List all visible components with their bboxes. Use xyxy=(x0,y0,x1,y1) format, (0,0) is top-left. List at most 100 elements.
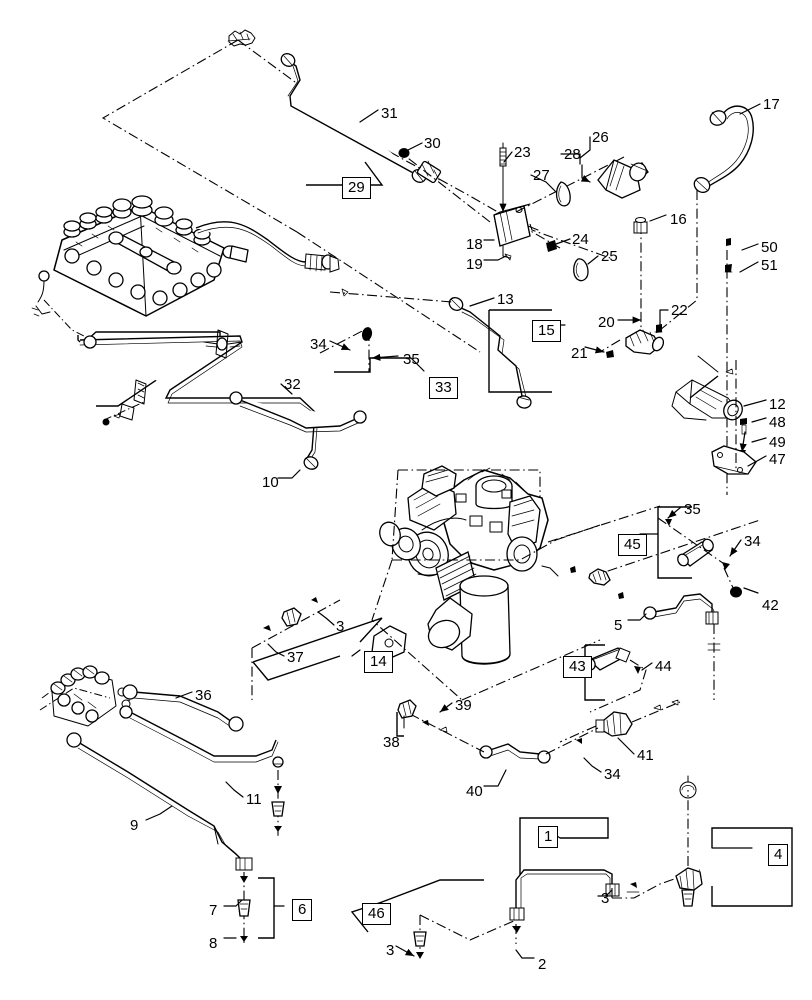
tube-9 xyxy=(66,732,253,871)
screw-23 xyxy=(499,142,507,213)
fitting-38-39 xyxy=(397,699,417,729)
callout-number-17: 17 xyxy=(763,96,780,113)
tube-32 xyxy=(229,391,367,433)
union-20-21-22 xyxy=(606,316,665,358)
callout-number-50: 50 xyxy=(761,239,778,256)
tube-40 xyxy=(479,743,551,764)
fasteners-37-3 xyxy=(251,597,341,700)
callout-number-31: 31 xyxy=(381,105,398,122)
callout-number-38: 38 xyxy=(383,734,400,751)
callout-box-4: 4 xyxy=(768,844,789,866)
callout-number-22: 22 xyxy=(671,302,688,319)
hose-43 xyxy=(584,647,647,713)
fastener-3-bottom xyxy=(626,882,640,893)
callout-number-18: 18 xyxy=(466,236,483,253)
callout-box-33: 33 xyxy=(429,377,458,399)
callout-number-25: 25 xyxy=(601,248,618,265)
callout-number-8: 8 xyxy=(209,935,218,952)
fastener-34-35-a xyxy=(319,327,399,372)
hose-bank-left xyxy=(31,270,97,343)
hose-bank-right xyxy=(195,221,340,273)
leader-lines xyxy=(145,103,767,959)
fastener-11-lower xyxy=(271,786,285,832)
callout-number-39: 39 xyxy=(455,697,472,714)
callout-number-36: 36 xyxy=(195,687,212,704)
callout-number-47: 47 xyxy=(769,451,786,468)
bracket-47 xyxy=(711,445,757,475)
callout-number-3: 3 xyxy=(386,942,395,959)
callout-box-15: 15 xyxy=(532,320,561,342)
junction-block-18 xyxy=(493,203,539,261)
callout-number-21: 21 xyxy=(571,345,588,362)
callout-number-2: 2 xyxy=(538,956,547,973)
callout-number-3: 3 xyxy=(601,890,610,907)
callout-number-51: 51 xyxy=(761,257,778,274)
callout-box-29: 29 xyxy=(342,177,371,199)
tube-13 xyxy=(448,297,532,409)
callout-number-9: 9 xyxy=(130,817,139,834)
callout-number-26: 26 xyxy=(592,129,609,146)
callout-number-20: 20 xyxy=(598,314,615,331)
fitting-16 xyxy=(633,217,648,234)
bolt-48 xyxy=(740,418,747,435)
callout-number-40: 40 xyxy=(466,783,483,800)
callout-number-10: 10 xyxy=(262,474,279,491)
clamp-bracket-mid xyxy=(203,329,243,359)
callout-number-37: 37 xyxy=(287,649,304,666)
fittings-5-line xyxy=(547,505,761,599)
callout-box-46: 46 xyxy=(362,903,391,925)
callout-number-32: 32 xyxy=(284,376,301,393)
callout-number-3: 3 xyxy=(336,618,345,635)
callout-number-35: 35 xyxy=(403,351,420,368)
callout-number-44: 44 xyxy=(655,658,672,675)
centerline-group-top xyxy=(101,39,561,353)
fasteners-6-7-8 xyxy=(237,876,251,942)
callout-number-16: 16 xyxy=(670,211,687,228)
port-symbol xyxy=(679,775,697,799)
tube-36 xyxy=(122,684,244,732)
callout-number-19: 19 xyxy=(466,256,483,273)
callout-number-42: 42 xyxy=(762,597,779,614)
callout-number-23: 23 xyxy=(514,144,531,161)
callout-box-6: 6 xyxy=(292,899,313,921)
callout-number-11: 11 xyxy=(246,791,262,808)
tube-31 xyxy=(280,53,427,183)
callout-box-1: 1 xyxy=(538,826,559,848)
callout-box-43: 43 xyxy=(563,656,592,678)
callout-number-27: 27 xyxy=(533,167,550,184)
callout-box-45: 45 xyxy=(618,534,647,556)
fastener-3-46 xyxy=(413,914,517,959)
callout-number-28: 28 xyxy=(564,146,581,163)
callout-number-35: 35 xyxy=(684,501,701,518)
valve-41 xyxy=(595,711,633,737)
tube-5 xyxy=(643,593,719,625)
valve-4 xyxy=(675,867,703,907)
union-30 xyxy=(416,160,442,184)
callout-number-41: 41 xyxy=(637,747,654,764)
valve-26 xyxy=(597,159,649,199)
fastener-24 xyxy=(546,240,558,252)
hose-45 xyxy=(657,517,742,598)
tube-1 xyxy=(509,869,620,921)
callout-number-34: 34 xyxy=(604,766,621,783)
hose-17 xyxy=(693,105,754,193)
callout-number-34: 34 xyxy=(310,336,327,353)
callout-box-14: 14 xyxy=(364,651,393,673)
seal-25 xyxy=(573,258,589,282)
callout-number-49: 49 xyxy=(769,434,786,451)
tube-10 xyxy=(77,331,319,470)
pump-yoke-12 xyxy=(671,355,743,421)
callout-number-48: 48 xyxy=(769,414,786,431)
callout-number-34: 34 xyxy=(744,533,761,550)
tube-11 xyxy=(119,705,284,768)
callout-number-13: 13 xyxy=(497,291,514,308)
callout-number-7: 7 xyxy=(209,902,218,919)
callout-number-5: 5 xyxy=(614,617,623,634)
callout-number-30: 30 xyxy=(424,135,441,152)
fitting-27 xyxy=(555,181,571,207)
fasteners-50-51 xyxy=(724,238,733,273)
fitting-cluster-top xyxy=(227,29,256,47)
callout-number-24: 24 xyxy=(572,231,589,248)
